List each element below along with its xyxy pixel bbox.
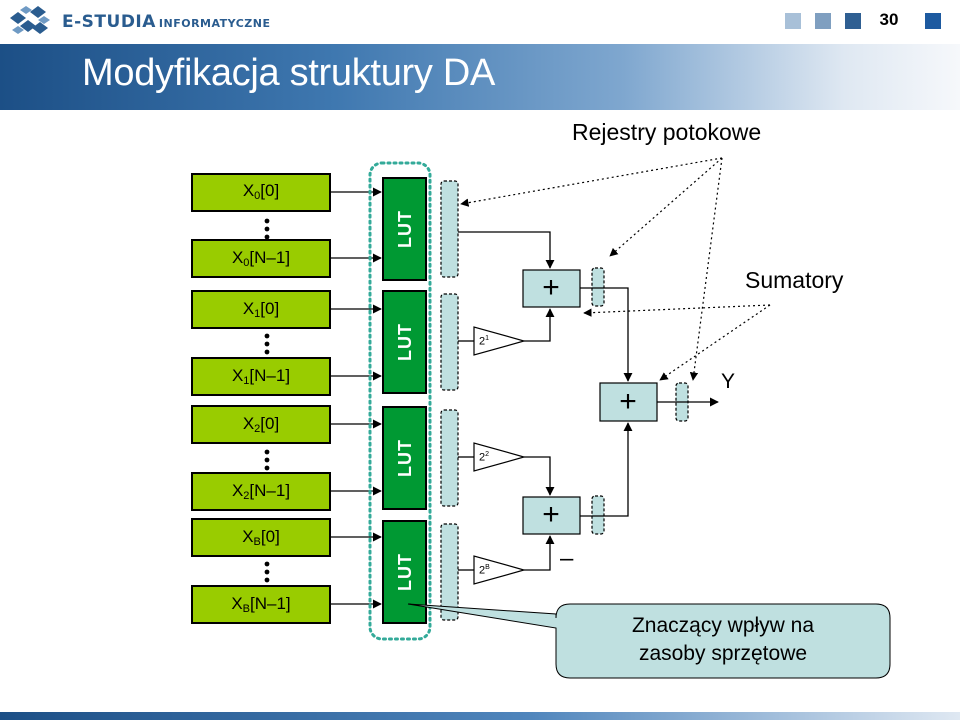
input-box: [191, 239, 331, 278]
adder: [599, 382, 658, 422]
ellipsis-dots: [264, 218, 270, 583]
callout-text: Znaczący wpływ na zasoby sprzętowe: [560, 612, 886, 668]
adders-annotation: Sumatory: [745, 267, 844, 293]
signal-wires: [458, 231, 719, 571]
pipeline-register: [440, 293, 459, 391]
input-label: XB[0]: [242, 527, 280, 548]
header-square-4: [925, 13, 941, 29]
registers-annotation: Rejestry potokowe: [572, 119, 762, 145]
pipeline-register: [440, 409, 459, 507]
input-label: X0[0]: [242, 181, 280, 202]
adder-symbol: +: [619, 385, 637, 418]
input-label: X2[0]: [242, 414, 280, 435]
pipeline-register: [440, 180, 459, 278]
lut-label: LUT: [395, 210, 415, 248]
brand-main: E-STUDIA: [62, 12, 156, 32]
lut-label: LUT: [395, 323, 415, 361]
lut-block: [382, 177, 427, 281]
pipeline-registers: [440, 180, 689, 621]
title-band: [0, 44, 960, 110]
header-square-3: [845, 13, 861, 29]
input-box: [191, 290, 331, 329]
input-label: X1[0]: [242, 299, 280, 320]
lut-group-frame: [368, 161, 432, 641]
input-box: [191, 518, 331, 557]
input-label: X0[N–1]: [231, 248, 291, 269]
pipeline-register: [591, 495, 605, 535]
input-arrows: [330, 187, 382, 609]
callout-bubble: [407, 603, 891, 679]
input-label: X1[N–1]: [231, 366, 291, 387]
pipeline-register: [440, 523, 459, 621]
header-square-1: [785, 13, 801, 29]
pipeline-register: [591, 267, 605, 307]
gain-label: 21: [479, 335, 490, 348]
callout-line-1: Znaczący wpływ na: [631, 614, 815, 637]
output-label: Y: [721, 370, 736, 393]
lut-block: [382, 290, 427, 394]
gain-label: 2B: [479, 564, 490, 577]
input-label: XB[N–1]: [231, 594, 291, 615]
adder-symbol: +: [542, 498, 560, 531]
header-square-2: [815, 13, 831, 29]
adder: [522, 269, 581, 308]
input-label: X2[N–1]: [231, 481, 291, 502]
adder-symbol: +: [542, 271, 560, 304]
input-box: [191, 405, 331, 444]
adder: [522, 496, 581, 535]
lut-label: LUT: [395, 553, 415, 591]
brand-sub: INFORMATYCZNE: [158, 17, 271, 30]
page-number: 30: [879, 10, 899, 29]
input-box: [191, 357, 331, 396]
e-studia-logo-icon: [10, 6, 50, 34]
adders: [522, 269, 658, 535]
callout-line-2: zasoby sprzętowe: [638, 642, 808, 665]
page-title: Modyfikacja struktury DA: [82, 52, 496, 94]
minus-sign: –: [560, 545, 574, 572]
input-boxes: [191, 173, 331, 624]
input-box: [191, 585, 331, 624]
lut-label: LUT: [395, 439, 415, 477]
lut-block: [382, 406, 427, 510]
gain-label: 22: [479, 451, 490, 464]
annotation-pointers: [460, 157, 771, 381]
input-box: [191, 173, 331, 212]
footer-bar: [0, 712, 960, 720]
